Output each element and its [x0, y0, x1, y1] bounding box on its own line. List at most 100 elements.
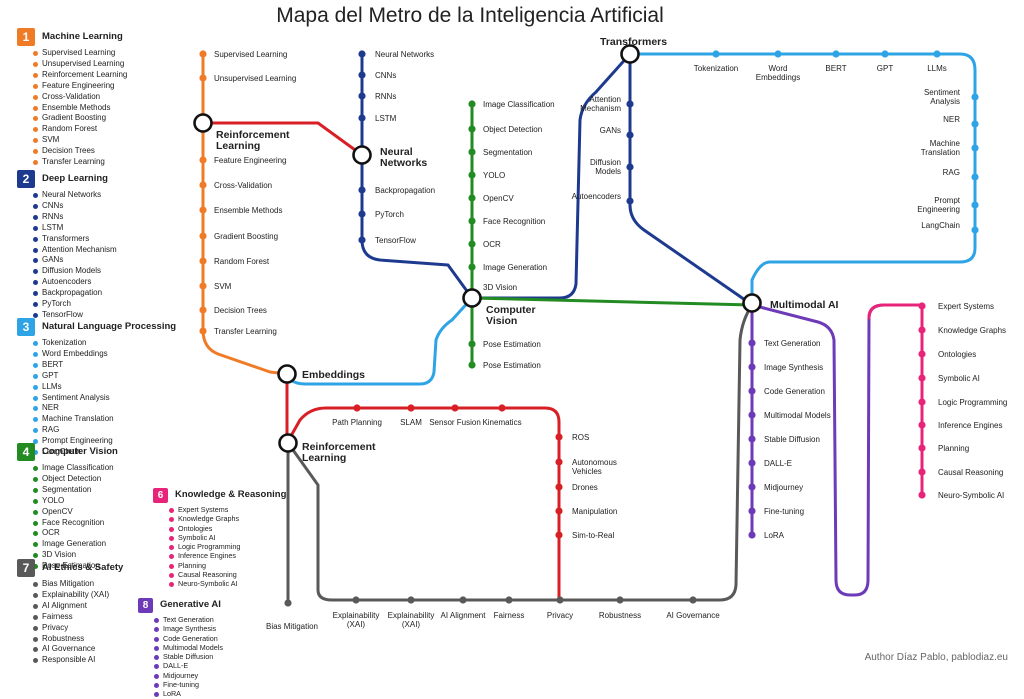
station-dot[interactable]: [199, 306, 207, 314]
station-dot[interactable]: [468, 340, 476, 348]
legend-item: Ontologies: [153, 524, 286, 533]
station-dot[interactable]: [199, 206, 207, 214]
station-dot[interactable]: [407, 404, 415, 412]
station-dot[interactable]: [556, 596, 564, 604]
station-dot[interactable]: [774, 50, 782, 58]
station-dot[interactable]: [468, 240, 476, 248]
station-dot[interactable]: [451, 404, 459, 412]
station-dot[interactable]: [468, 263, 476, 271]
station-dot[interactable]: [971, 93, 979, 101]
station-label: Fairness: [494, 611, 525, 620]
legend-item: CNNs: [17, 201, 117, 212]
station-dot[interactable]: [626, 131, 634, 139]
station-dot[interactable]: [468, 361, 476, 369]
station-dot[interactable]: [468, 125, 476, 133]
station-dot[interactable]: [555, 433, 563, 441]
station-dot[interactable]: [407, 596, 415, 604]
station-dot[interactable]: [358, 210, 366, 218]
interchange-station[interactable]: [278, 433, 298, 453]
station-dot[interactable]: [918, 326, 926, 334]
interchange-station[interactable]: [277, 364, 297, 384]
station-dot[interactable]: [199, 181, 207, 189]
station-dot[interactable]: [748, 363, 756, 371]
station-dot[interactable]: [748, 459, 756, 467]
station-dot[interactable]: [468, 217, 476, 225]
station-dot[interactable]: [748, 507, 756, 515]
legend-dot: [33, 647, 38, 653]
station-dot[interactable]: [918, 421, 926, 429]
station-dot[interactable]: [199, 232, 207, 240]
station-dot[interactable]: [918, 468, 926, 476]
station-dot[interactable]: [555, 507, 563, 515]
station-dot[interactable]: [832, 50, 840, 58]
interchange-station[interactable]: [193, 113, 213, 133]
station-dot[interactable]: [971, 120, 979, 128]
interchange-station[interactable]: [352, 145, 372, 165]
station-dot[interactable]: [358, 114, 366, 122]
station-dot[interactable]: [199, 327, 207, 335]
station-dot[interactable]: [199, 74, 207, 82]
station-dot[interactable]: [971, 226, 979, 234]
station-label: Cross-Validation: [214, 181, 272, 190]
legend-item-label: Cross-Validation: [42, 91, 101, 101]
station-dot[interactable]: [626, 163, 634, 171]
station-dot[interactable]: [199, 50, 207, 58]
station-dot[interactable]: [199, 282, 207, 290]
station-dot[interactable]: [748, 387, 756, 395]
station-dot[interactable]: [881, 50, 889, 58]
station-dot[interactable]: [748, 411, 756, 419]
legend-item: 3D Vision: [17, 550, 118, 561]
station-dot[interactable]: [358, 50, 366, 58]
station-dot[interactable]: [555, 531, 563, 539]
station-dot[interactable]: [358, 71, 366, 79]
station-dot[interactable]: [748, 435, 756, 443]
legend-item-label: Inference Engines: [178, 551, 236, 561]
station-dot[interactable]: [555, 458, 563, 466]
station-dot[interactable]: [353, 404, 361, 412]
legend-item: SVM: [17, 135, 127, 146]
station-dot[interactable]: [199, 156, 207, 164]
legend-item: Image Generation: [17, 539, 118, 550]
station-dot[interactable]: [468, 194, 476, 202]
legend-item-label: LSTM: [42, 222, 64, 232]
station-dot[interactable]: [498, 404, 506, 412]
station-dot[interactable]: [459, 596, 467, 604]
station-dot[interactable]: [199, 257, 207, 265]
legend-item-label: Transfer Learning: [42, 157, 105, 167]
station-dot[interactable]: [918, 491, 926, 499]
station-dot[interactable]: [626, 197, 634, 205]
station-dot[interactable]: [468, 100, 476, 108]
station-dot[interactable]: [468, 171, 476, 179]
station-dot[interactable]: [555, 483, 563, 491]
station-label: Code Generation: [764, 387, 825, 396]
interchange-station[interactable]: [620, 44, 640, 64]
station-dot[interactable]: [689, 596, 697, 604]
station-dot[interactable]: [284, 599, 292, 607]
station-dot[interactable]: [918, 444, 926, 452]
station-dot[interactable]: [358, 92, 366, 100]
station-dot[interactable]: [616, 596, 624, 604]
station-label: Segmentation: [483, 148, 532, 157]
station-dot[interactable]: [352, 596, 360, 604]
station-dot[interactable]: [918, 302, 926, 310]
station-dot[interactable]: [748, 483, 756, 491]
station-dot[interactable]: [933, 50, 941, 58]
station-dot[interactable]: [358, 186, 366, 194]
interchange-station[interactable]: [462, 288, 482, 308]
station-dot[interactable]: [971, 201, 979, 209]
station-dot[interactable]: [468, 148, 476, 156]
station-dot[interactable]: [748, 339, 756, 347]
station-dot[interactable]: [971, 173, 979, 181]
legend-item-label: AI Governance: [42, 644, 96, 654]
station-dot[interactable]: [505, 596, 513, 604]
station-dot[interactable]: [748, 531, 756, 539]
station-label: Pose Estimation: [483, 361, 541, 370]
station-dot[interactable]: [918, 350, 926, 358]
station-dot[interactable]: [918, 374, 926, 382]
station-dot[interactable]: [971, 144, 979, 152]
station-dot[interactable]: [918, 398, 926, 406]
interchange-station[interactable]: [742, 293, 762, 313]
station-dot[interactable]: [712, 50, 720, 58]
station-dot[interactable]: [626, 100, 634, 108]
station-dot[interactable]: [358, 236, 366, 244]
